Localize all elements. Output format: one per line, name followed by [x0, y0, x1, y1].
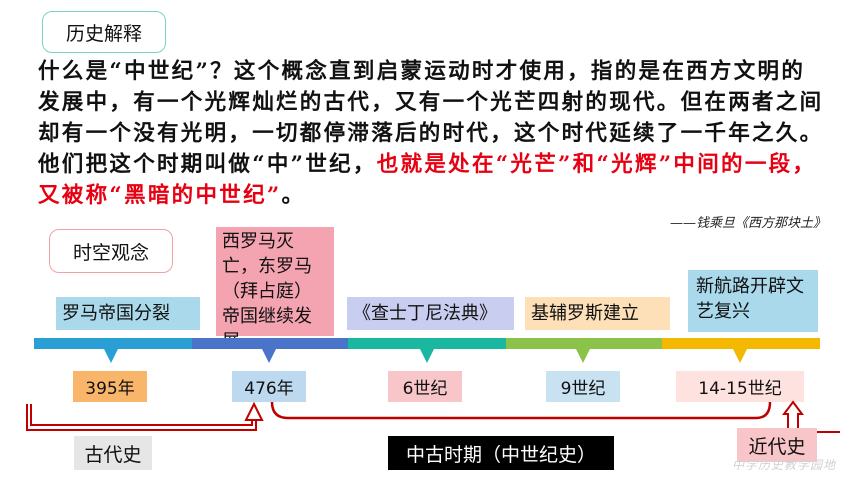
- timeline-segment-2: [192, 338, 348, 349]
- paragraph-normal-text: 什么是“中世纪”？这个概念直到启蒙运动时才使用，指的是在西方文明的发展中，有一个…: [38, 59, 824, 177]
- event-new-routes-renaissance: 新航路开辟文艺复兴: [688, 270, 818, 332]
- timeline-marker: [576, 349, 590, 363]
- timeline-segment-1: [34, 338, 192, 349]
- period-modern: 近代史: [737, 428, 817, 462]
- year-6th-century: 6世纪: [388, 371, 462, 402]
- event-label: 《查士丁尼法典》: [353, 303, 497, 324]
- event-label: 罗马帝国分裂: [62, 303, 170, 324]
- event-label: 新航路开辟文艺复兴: [696, 276, 804, 322]
- event-label: 基辅罗斯建立: [531, 303, 639, 324]
- event-kievan-rus: 基辅罗斯建立: [525, 297, 670, 330]
- history-interpretation-tag: 历史解释: [42, 11, 166, 53]
- watermark: 中学历史教学园地: [732, 458, 837, 472]
- ancient-bracket-arrow: [26, 404, 257, 431]
- event-roman-split: 罗马帝国分裂: [56, 297, 200, 330]
- event-label: 西罗马灭亡，东罗马（拜占庭）帝国继续发展: [222, 231, 312, 352]
- timeline-segment-3: [348, 338, 506, 349]
- spacetime-concept-tag: 时空观念: [49, 229, 173, 273]
- year-14-15th-century: 14-15世纪: [676, 371, 804, 402]
- timeline-segment-4: [506, 338, 662, 349]
- timeline-marker: [262, 349, 276, 363]
- year-9th-century: 9世纪: [546, 371, 620, 402]
- spacetime-tag-label: 时空观念: [72, 241, 149, 264]
- event-justinian-code: 《查士丁尼法典》: [347, 297, 514, 330]
- paragraph-highlight-text: 也就是处在“光芒”和“光辉”中间的一段，又被称“黑暗的中世纪”: [38, 152, 817, 208]
- period-ancient: 古代史: [74, 436, 152, 470]
- paragraph-ending: 。: [281, 183, 306, 208]
- timeline-marker: [733, 349, 747, 363]
- history-tag-label: 历史解释: [65, 22, 142, 45]
- ancient-arrow-head: [244, 401, 264, 421]
- timeline-marker: [420, 349, 434, 363]
- timeline-marker: [104, 349, 118, 363]
- year-476: 476年: [232, 371, 306, 402]
- quote-source: ——钱乘旦《西方那块土》: [669, 216, 826, 231]
- main-paragraph: 什么是“中世纪”？这个概念直到启蒙运动时才使用，指的是在西方文明的发展中，有一个…: [38, 56, 828, 211]
- timeline-segment-5: [662, 338, 820, 349]
- period-medieval: 中古时期（中世纪史）: [388, 436, 614, 470]
- medieval-bracket: [270, 401, 772, 420]
- year-395: 395年: [73, 371, 147, 402]
- event-west-rome-fall: 西罗马灭亡，东罗马（拜占庭）帝国继续发展: [216, 227, 334, 352]
